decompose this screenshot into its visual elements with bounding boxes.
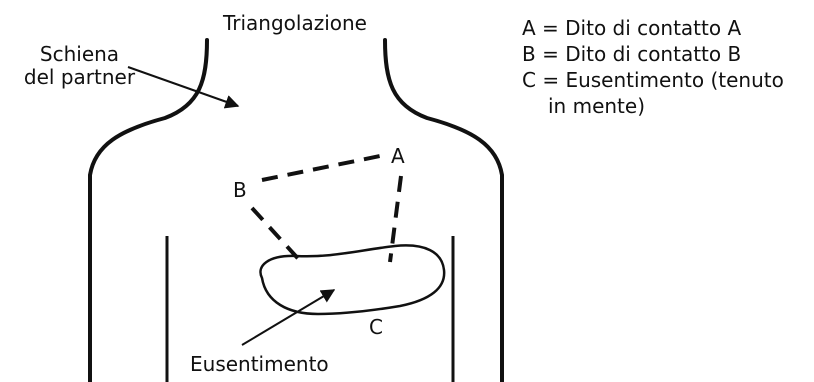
back-label-line2: del partner — [12, 66, 147, 89]
dashed-line-a-c — [390, 176, 401, 262]
body-outline-right — [385, 40, 502, 382]
back-label-line1: Schiena — [12, 43, 147, 66]
legend-item-b: B = Dito di contatto B — [522, 42, 741, 66]
eusentimento-label: Eusentimento — [190, 353, 329, 376]
point-b-label: B — [233, 179, 247, 202]
legend-item-c-continuation: in mente) — [548, 94, 645, 118]
eusentimento-region — [260, 245, 444, 314]
point-c-label: C — [369, 316, 383, 339]
diagram-title: Triangolazione — [205, 12, 385, 35]
point-a-label: A — [391, 145, 405, 168]
body-outline-left — [90, 40, 207, 382]
legend-item-a: A = Dito di contatto A — [522, 16, 741, 40]
legend-item-c: C = Eusentimento (tenuto — [522, 68, 784, 92]
dashed-line-b-a — [262, 155, 385, 180]
eusentimento-arrow — [242, 290, 334, 345]
